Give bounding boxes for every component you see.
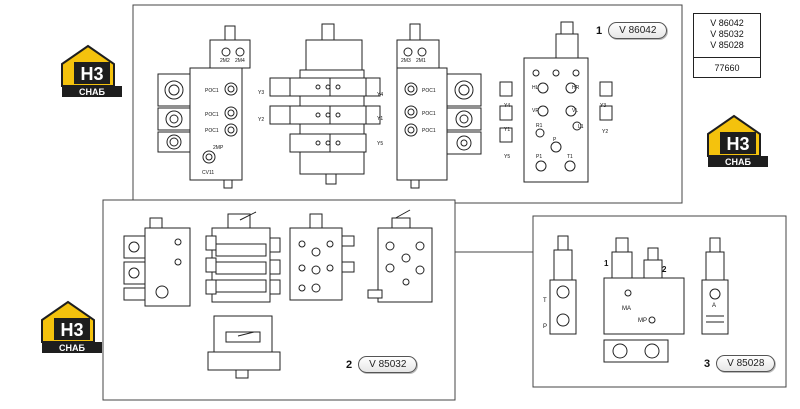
- label-y2: Y2: [602, 129, 608, 135]
- label-callout-2: 2: [662, 265, 667, 274]
- callout-code: V 85028: [716, 355, 776, 372]
- label-callout-1: 1: [604, 259, 609, 268]
- label-p: P: [553, 137, 557, 143]
- label-y5: Y5: [377, 141, 383, 147]
- logo-letters: H3: [60, 320, 83, 340]
- label-y3: Y3: [258, 90, 264, 96]
- label-poc1: POC1: [422, 111, 436, 117]
- label-poc1: POC1: [205, 112, 219, 118]
- label-cv11: CV11: [202, 170, 214, 176]
- callout-number: 1: [596, 24, 603, 37]
- logo-letters: H3: [80, 64, 103, 84]
- valve-block-c: [396, 23, 482, 189]
- callout-code: V 85032: [358, 356, 418, 373]
- label-hl: HL: [532, 85, 539, 91]
- callout-v85028: 3 V 85028: [704, 355, 776, 372]
- logo-brand: СНАБ: [79, 87, 105, 97]
- logo-brand: СНАБ: [59, 343, 85, 353]
- label-t1: T1: [567, 154, 573, 160]
- callout-number: 2: [346, 358, 353, 371]
- label-2m3: 2M3: [401, 58, 411, 64]
- label-y5: Y5: [504, 154, 510, 160]
- label-r1: R1: [536, 123, 543, 129]
- logo-brand: СНАБ: [725, 157, 751, 167]
- reference-code: V 85032: [710, 29, 744, 39]
- label-y2: Y2: [258, 117, 264, 123]
- label-y4: Y4: [377, 92, 383, 98]
- label-vr: VR: [532, 108, 539, 114]
- label-poc1: POC1: [422, 88, 436, 94]
- label-y3: Y3: [600, 103, 606, 109]
- label-2m4: 2M4: [235, 58, 245, 64]
- label-2m1: 2M1: [416, 58, 426, 64]
- label-p1: P1: [536, 154, 542, 160]
- label-poc1: POC1: [205, 88, 219, 94]
- label-a: A: [712, 303, 716, 309]
- brand-logo: H3 СНАБ: [38, 298, 110, 354]
- label-t: T: [543, 298, 547, 304]
- valve-block-a: [157, 25, 251, 189]
- callout-v85032: 2 V 85032: [346, 356, 418, 373]
- panel-3-assemblies: [549, 235, 729, 363]
- label-poc1: POC1: [205, 128, 219, 134]
- brand-logo: H3 СНАБ: [58, 42, 130, 98]
- part-code: 77660: [714, 63, 740, 73]
- label-vl: VL: [572, 108, 578, 114]
- label-y1: Y1: [504, 127, 510, 133]
- callout-v86042: 1 V 86042: [596, 22, 668, 39]
- brand-logo: H3 СНАБ: [704, 112, 776, 168]
- reference-code: V 86042: [710, 18, 744, 28]
- label-l1: L1: [578, 124, 584, 130]
- reference-box: V 86042 V 85032 V 85028 77660: [693, 13, 761, 78]
- logo-letters: H3: [726, 134, 749, 154]
- reference-code-list: V 86042 V 85032 V 85028: [694, 14, 760, 58]
- valve-block-b: [269, 23, 381, 185]
- label-y4: Y4: [504, 103, 510, 109]
- label-2mp: 2MP: [213, 145, 224, 151]
- label-ma: MA: [622, 306, 631, 312]
- label-2m2: 2M2: [220, 58, 230, 64]
- callout-number: 3: [704, 357, 711, 370]
- label-mp: MP: [638, 318, 647, 324]
- label-poc1: POC1: [422, 128, 436, 134]
- valve-block-d: [499, 21, 613, 183]
- label-p: P: [543, 324, 547, 330]
- callout-code: V 86042: [608, 22, 668, 39]
- label-hr: HR: [572, 85, 580, 91]
- reference-code: V 85028: [710, 40, 744, 50]
- label-y1: Y1: [377, 116, 383, 122]
- panel-2-assemblies: [123, 209, 433, 379]
